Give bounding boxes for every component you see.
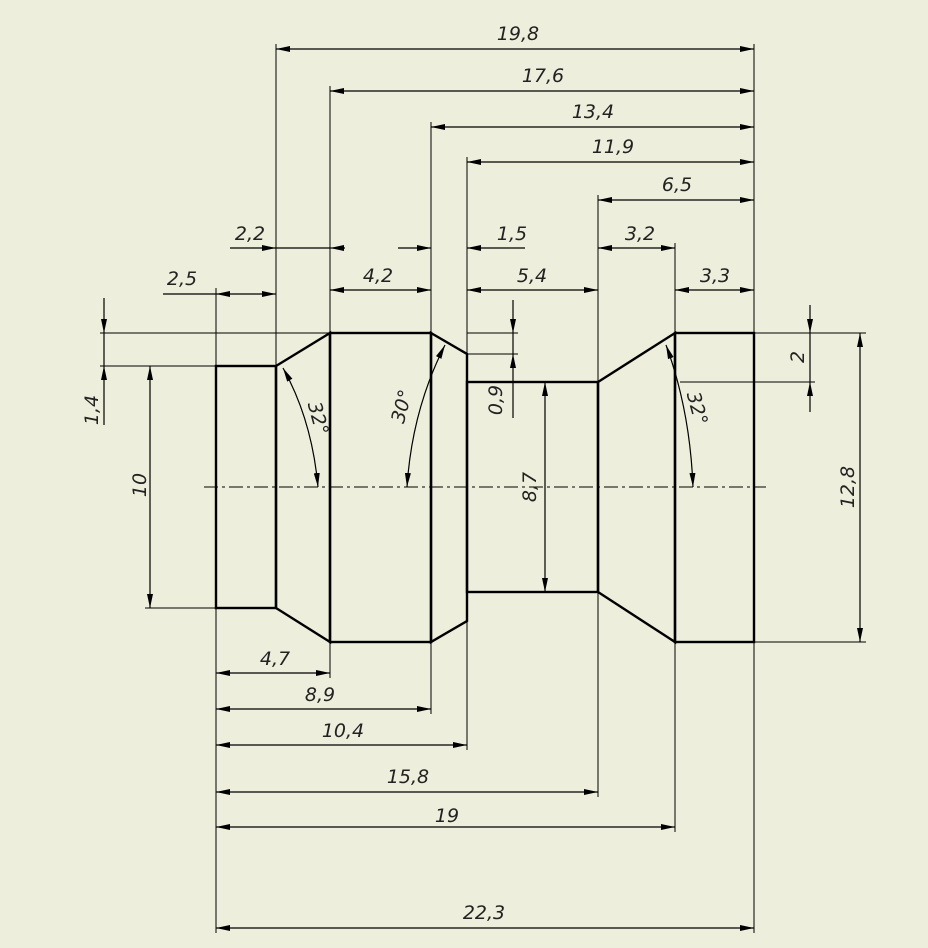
dim-3-2: 3,2 <box>625 223 655 245</box>
dim-22-3: 22,3 <box>463 902 505 924</box>
dim-19: 19 <box>435 805 459 827</box>
dim-10-4: 10,4 <box>322 720 364 742</box>
dim-10: 10 <box>129 473 151 497</box>
top-dimensions: 19,8 17,6 13,4 11,9 6,5 <box>276 23 754 203</box>
dim-2-2: 2,2 <box>235 223 265 245</box>
middle-dimensions: 2,2 1,5 3,2 2,5 4,2 5,4 3,3 <box>163 223 754 297</box>
dim-4-7: 4,7 <box>260 648 290 670</box>
dim-1-4: 1,4 <box>81 395 103 425</box>
dim-1-5: 1,5 <box>497 223 527 245</box>
dim-6-5: 6,5 <box>662 174 692 196</box>
dim-5-4: 5,4 <box>517 265 547 287</box>
dim-8-9: 8,9 <box>305 684 335 706</box>
dim-2-5: 2,5 <box>167 268 197 290</box>
vertical-dimensions: 1,4 10 0,9 8,7 2 12,8 <box>81 298 863 642</box>
bottom-dimensions: 4,7 8,9 10,4 15,8 19 22,3 <box>216 648 754 931</box>
dim-17-6: 17,6 <box>522 65 564 87</box>
dim-8-7: 8,7 <box>519 472 541 502</box>
dim-4-2: 4,2 <box>363 265 393 287</box>
angle-32-left: 32° <box>303 399 333 437</box>
dim-3-3: 3,3 <box>700 265 730 287</box>
angle-30: 30° <box>387 387 417 425</box>
dim-19-8: 19,8 <box>497 23 539 45</box>
dim-11-9: 11,9 <box>592 136 634 158</box>
dim-15-8: 15,8 <box>387 766 429 788</box>
dim-2: 2 <box>787 351 809 363</box>
dim-12-8: 12,8 <box>837 466 859 508</box>
dim-13-4: 13,4 <box>572 101 614 123</box>
dim-0-9: 0,9 <box>485 385 507 415</box>
